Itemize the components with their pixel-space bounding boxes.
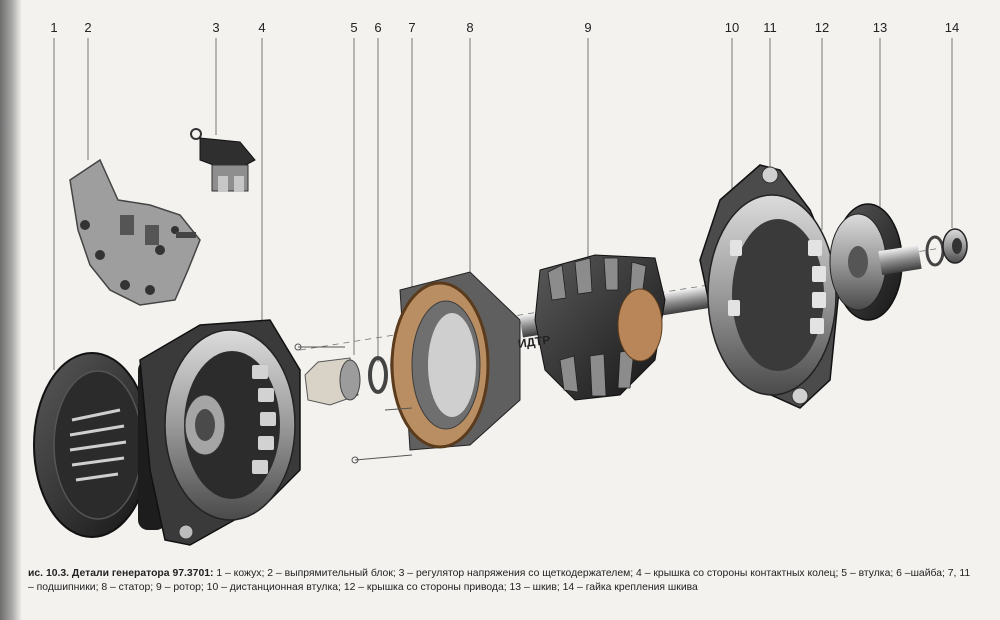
callout-1: 1: [50, 20, 57, 35]
callout-7: 7: [408, 20, 415, 35]
alternator-exploded-diagram: ИДТР 1 2: [33, 20, 968, 546]
part-5-bushing: [294, 343, 361, 406]
part-4-slip-ring-end-cover: [139, 319, 301, 546]
callout-5: 5: [350, 20, 357, 35]
callout-14: 14: [945, 20, 959, 35]
callout-4: 4: [258, 20, 265, 35]
callout-3: 3: [212, 20, 219, 35]
part-8-stator: [351, 271, 521, 464]
part-2-rectifier-block: [69, 158, 201, 306]
callout-13: 13: [873, 20, 887, 35]
part-9-rotor: ИДТР: [517, 254, 731, 401]
callout-8: 8: [466, 20, 473, 35]
part-13-pulley: [829, 203, 922, 321]
part-6-washer: [368, 356, 388, 394]
part-14-pulley-nut: [925, 228, 968, 267]
callout-12: 12: [815, 20, 829, 35]
callout-10: 10: [725, 20, 739, 35]
callout-9: 9: [584, 20, 591, 35]
figure-caption: ис. 10.3. Детали генератора 97.3701: 1 –…: [28, 567, 978, 594]
figure-title: ис. 10.3. Детали генератора 97.3701:: [28, 568, 214, 579]
callout-2: 2: [84, 20, 91, 35]
part-3-voltage-regulator: [190, 128, 256, 192]
part-12-drive-end-cover: [699, 164, 841, 409]
page-binding-shadow: [0, 0, 22, 620]
callout-numbers: 1 2 3 4 5 6 7 8 9 10 11 12 13 14: [50, 20, 959, 35]
figure-legend-text: 1 – кожух; 2 – выпрямительный блок; 3 – …: [28, 568, 971, 593]
rotor-marking: ИДТР: [517, 333, 551, 351]
callout-6: 6: [374, 20, 381, 35]
callout-11: 11: [763, 20, 777, 35]
